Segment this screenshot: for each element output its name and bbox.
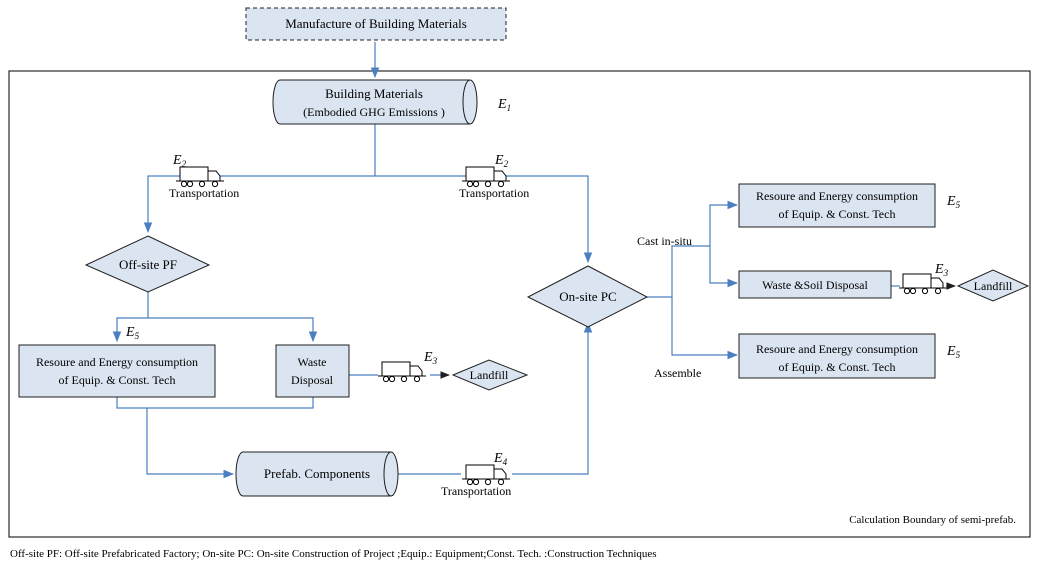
onsite-pc-label: On-site PC bbox=[559, 289, 616, 304]
arrow-onsite-assemble bbox=[671, 297, 739, 360]
resource-energy-box-bottom bbox=[738, 333, 936, 379]
emission-e4: E4 bbox=[493, 451, 508, 467]
line-merge-resource-waste bbox=[116, 397, 314, 409]
waste-disposal-box bbox=[275, 344, 350, 398]
emission-e5-top: E5 bbox=[946, 194, 961, 210]
footnote: Off-site PF: Off-site Prefabricated Fact… bbox=[10, 548, 657, 560]
building-materials-label: Building Materials bbox=[325, 86, 423, 101]
boundary-label: Calculation Boundary of semi-prefab. bbox=[849, 514, 1016, 526]
assemble-label: Assemble bbox=[654, 366, 701, 380]
waste-soil-disposal-box bbox=[738, 270, 892, 299]
offsite-pf-label: Off-site PF bbox=[119, 257, 177, 272]
manufacture-label: Manufacture of Building Materials bbox=[285, 16, 467, 31]
arrow-offsite-to-waste bbox=[148, 317, 318, 343]
landfill-left-label: Landfill bbox=[470, 368, 509, 382]
waste-soil-label: Waste &Soil Disposal bbox=[762, 278, 868, 292]
resource-left-line2: of Equip. & Const. Tech bbox=[59, 373, 176, 387]
onsite-pc-node bbox=[526, 265, 649, 328]
arrow-to-waste-soil bbox=[709, 246, 739, 288]
emission-e2-left: E2 bbox=[172, 153, 187, 169]
emission-e3-left: E3 bbox=[423, 350, 438, 366]
landfill-right-node bbox=[956, 269, 1030, 302]
arrow-materials-to-onsite bbox=[375, 175, 593, 264]
waste-disposal-line2: Disposal bbox=[291, 373, 334, 387]
transportation-label-bottom: Transportation bbox=[441, 484, 511, 498]
landfill-left-node bbox=[451, 359, 529, 391]
manufacture-box bbox=[245, 7, 507, 41]
arrow-prefab-to-onsite bbox=[512, 321, 593, 475]
offsite-pf-node bbox=[84, 235, 211, 293]
resource-top-line2: of Equip. & Const. Tech bbox=[779, 207, 896, 221]
emission-e5-bottom: E5 bbox=[946, 344, 961, 360]
arrow-offsite-to-resource bbox=[112, 292, 149, 343]
resource-top-line1: Resoure and Energy consumption bbox=[756, 189, 918, 203]
transportation-label-left: Transportation bbox=[169, 186, 239, 200]
flow-lines bbox=[112, 42, 956, 479]
resource-energy-box-left bbox=[18, 344, 216, 398]
building-materials-sublabel: (Embodied GHG Emissions ) bbox=[303, 105, 445, 119]
arrow-merge-to-prefab bbox=[146, 408, 235, 479]
calculation-boundary bbox=[8, 70, 1031, 538]
cast-in-situ-label: Cast in-situ bbox=[637, 234, 692, 248]
arrow-to-resource-top bbox=[709, 200, 739, 246]
landfill-right-label: Landfill bbox=[974, 279, 1013, 293]
building-materials-node: Building Materials (Embodied GHG Emissio… bbox=[272, 79, 478, 125]
waste-disposal-line1: Waste bbox=[297, 355, 326, 369]
prefab-components-node: Prefab. Components bbox=[235, 451, 399, 497]
emission-e2-mid: E2 bbox=[494, 153, 509, 169]
arrow-materials-to-offsite bbox=[143, 124, 376, 234]
line-onsite-cast-insitu bbox=[646, 245, 710, 298]
emission-e3-right: E3 bbox=[934, 262, 949, 278]
resource-bottom-line2: of Equip. & Const. Tech bbox=[779, 360, 896, 374]
emission-e5-left: E5 bbox=[125, 325, 140, 341]
emission-e1: E1 bbox=[497, 97, 511, 113]
transportation-label-mid: Transportation bbox=[459, 186, 529, 200]
prefab-components-label: Prefab. Components bbox=[264, 466, 370, 481]
resource-bottom-line1: Resoure and Energy consumption bbox=[756, 342, 918, 356]
resource-energy-box-top bbox=[738, 183, 936, 228]
resource-left-line1: Resoure and Energy consumption bbox=[36, 355, 198, 369]
